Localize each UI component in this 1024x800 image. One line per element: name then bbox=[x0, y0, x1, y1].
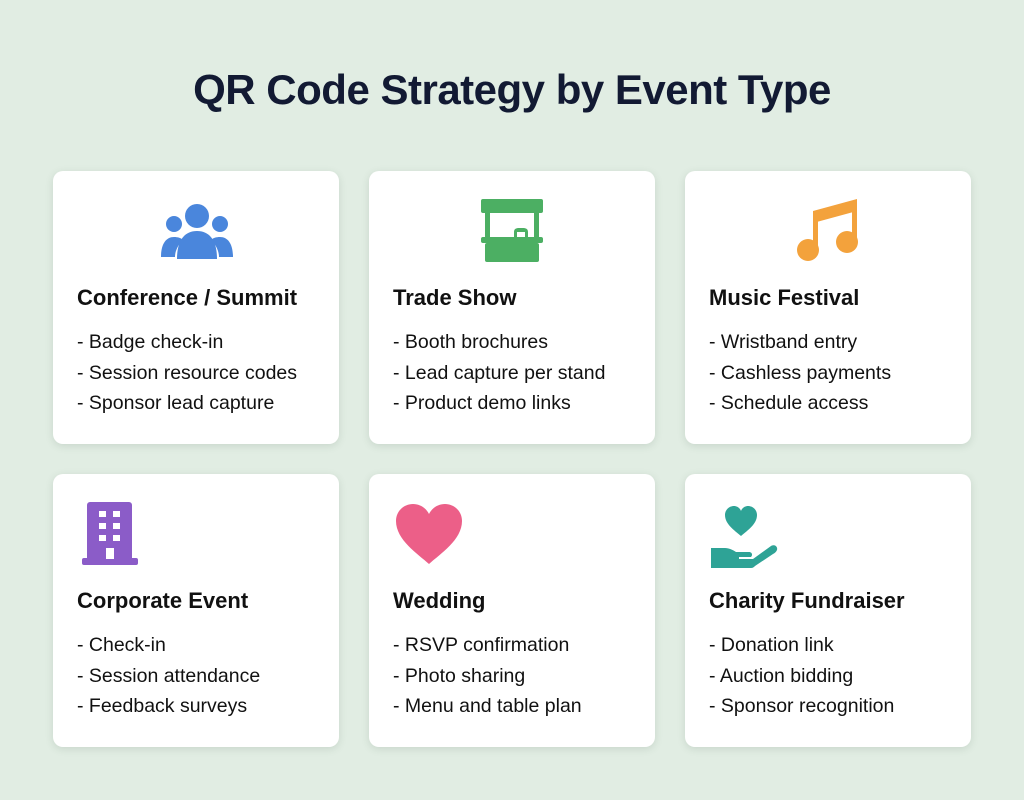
list-item: - Booth brochures bbox=[393, 331, 549, 353]
list-item: - Lead capture per stand bbox=[393, 361, 606, 384]
list-item: - Photo sharing bbox=[393, 664, 526, 687]
list-item: - Auction bidding bbox=[709, 664, 854, 687]
list-item: - Menu and table plan bbox=[393, 695, 582, 717]
feature-list: - RSVP confirmation - Photo sharing - Me… bbox=[393, 630, 582, 722]
list-item: - Product demo links bbox=[393, 392, 571, 414]
list-item: - Wristband entry bbox=[709, 331, 858, 353]
card-title: Music Festival bbox=[709, 285, 860, 310]
card-wedding: Wedding - RSVP confirmation - Photo shar… bbox=[369, 474, 655, 747]
feature-list: - Badge check-in - Session resource code… bbox=[77, 327, 297, 419]
feature-list: - Booth brochures - Lead capture per sta… bbox=[393, 327, 605, 419]
list-item: - Badge check-in bbox=[77, 331, 224, 353]
list-item: - Session attendance bbox=[77, 664, 261, 687]
card-conference-summit: Conference / Summit - Badge check-in - S… bbox=[53, 171, 339, 444]
feature-list: - Wristband entry - Cashless payments - … bbox=[709, 327, 891, 419]
card-title: Trade Show bbox=[393, 285, 517, 310]
feature-list: - Donation link - Auction bidding - Spon… bbox=[709, 630, 894, 722]
office-building-icon bbox=[82, 502, 138, 566]
list-item: - Donation link bbox=[709, 634, 834, 656]
booth-stand-icon bbox=[481, 199, 545, 263]
heart-icon bbox=[396, 504, 462, 564]
list-item: - Session resource codes bbox=[77, 361, 298, 384]
list-item: - RSVP confirmation bbox=[393, 634, 570, 656]
card-title: Charity Fundraiser bbox=[709, 588, 905, 613]
feature-list: - Check-in - Session attendance - Feedba… bbox=[77, 630, 260, 722]
hand-heart-icon bbox=[711, 502, 779, 568]
card-trade-show: Trade Show - Booth brochures - Lead capt… bbox=[369, 171, 655, 444]
people-group-icon bbox=[160, 203, 234, 259]
page-title: QR Code Strategy by Event Type bbox=[193, 66, 831, 113]
card-title: Wedding bbox=[393, 588, 486, 613]
list-item: - Cashless payments bbox=[709, 361, 892, 384]
card-corporate-event: Corporate Event - Check-in - Session att… bbox=[53, 474, 339, 747]
list-item: - Sponsor lead capture bbox=[77, 392, 275, 414]
list-item: - Schedule access bbox=[709, 392, 869, 414]
list-item: - Check-in bbox=[77, 634, 166, 656]
card-title: Corporate Event bbox=[77, 588, 249, 613]
card-title: Conference / Summit bbox=[77, 285, 298, 310]
card-music-festival: Music Festival - Wristband entry - Cashl… bbox=[685, 171, 971, 444]
list-item: - Feedback surveys bbox=[77, 695, 248, 717]
card-charity-fundraiser: Charity Fundraiser - Donation link - Auc… bbox=[685, 474, 971, 747]
list-item: - Sponsor recognition bbox=[709, 695, 895, 717]
music-note-icon bbox=[797, 199, 861, 263]
